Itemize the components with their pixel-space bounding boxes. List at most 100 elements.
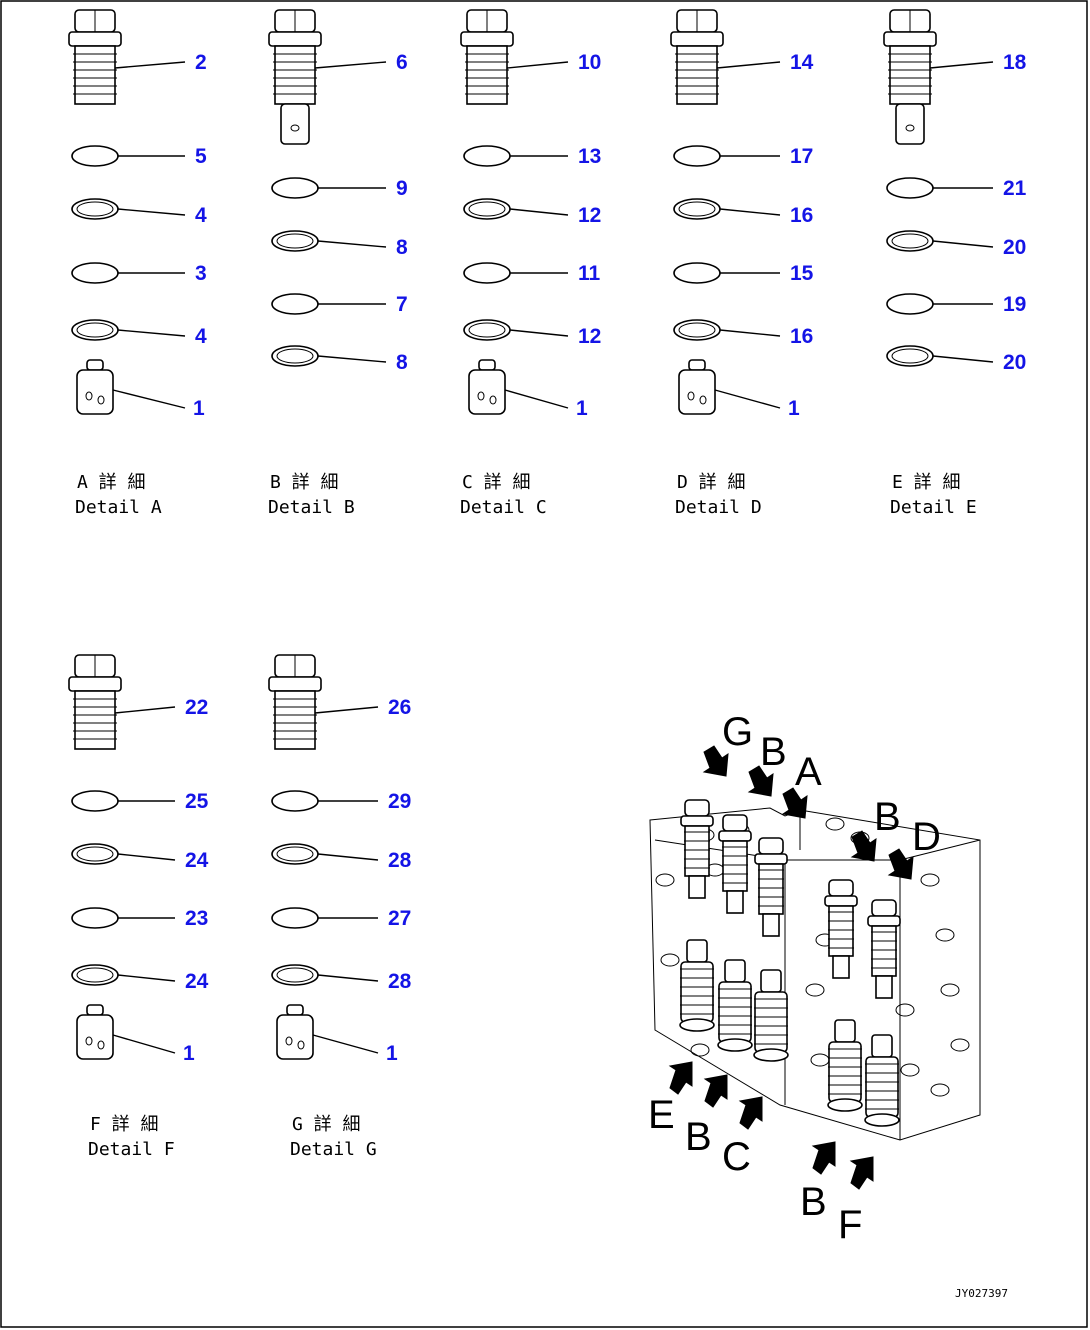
callout-number: 23 [185, 907, 208, 930]
o-ring-part [71, 907, 119, 929]
detail-caption-jp: F 詳 細 [90, 1114, 159, 1135]
detail-caption-en: Detail E [890, 497, 977, 518]
callout-number: 20 [1003, 351, 1026, 374]
backup-ring-part [271, 345, 319, 367]
direction-arrow-icon [849, 1156, 874, 1190]
callout-number: 21 [1003, 177, 1027, 200]
callout-number: 12 [578, 325, 601, 348]
assembly-valve [827, 1019, 863, 1112]
direction-arrow-icon [703, 1074, 728, 1108]
backup-ring-part [886, 230, 934, 252]
callout-number: 12 [578, 204, 601, 227]
o-ring-part [271, 177, 319, 199]
assembly-valve [717, 959, 753, 1052]
backup-ring-part [463, 198, 511, 220]
detail-caption-en: Detail A [75, 497, 162, 518]
detail-caption-en: Detail F [88, 1139, 175, 1160]
backup-ring-part [886, 345, 934, 367]
callout-number: 11 [578, 262, 601, 285]
valve-part [68, 654, 122, 750]
assembly-valve [864, 1034, 900, 1127]
callout-number: 2 [195, 51, 207, 74]
detail-caption-jp: G 詳 細 [292, 1114, 361, 1135]
detail-caption-en: Detail G [290, 1139, 377, 1160]
o-ring-part [673, 145, 721, 167]
arrow-view-label: D [912, 815, 941, 859]
detail-caption-jp: B 詳 細 [270, 472, 339, 493]
callout-number: 1 [183, 1042, 195, 1065]
callout-number: 26 [388, 696, 411, 719]
direction-arrow-icon [850, 830, 877, 862]
detail-caption-en: Detail C [460, 497, 547, 518]
direction-arrow-icon [668, 1061, 693, 1095]
callout-number: 29 [388, 790, 411, 813]
o-ring-part [463, 145, 511, 167]
callout-number: 4 [195, 325, 207, 348]
o-ring-part [886, 293, 934, 315]
callout-number: 17 [790, 145, 813, 168]
arrow-view-label: A [795, 750, 822, 794]
detail-g: 26 29 28 27 28 1 G 詳 細 Detail G [268, 654, 412, 1160]
backup-ring-part [673, 319, 721, 341]
callout-number: 1 [386, 1042, 398, 1065]
callout-number: 1 [193, 397, 205, 420]
o-ring-part [271, 293, 319, 315]
backup-ring-part [271, 964, 319, 986]
direction-arrow-icon [781, 787, 808, 819]
callout-number: 22 [185, 696, 208, 719]
callout-number: 7 [396, 293, 408, 316]
callout-number: 19 [1003, 293, 1026, 316]
drawing-reference-code: JY027397 [955, 1287, 1008, 1300]
direction-arrow-icon [811, 1141, 836, 1175]
detail-caption-en: Detail D [675, 497, 762, 518]
arrow-view-label: C [722, 1135, 751, 1179]
o-ring-part [463, 262, 511, 284]
callout-number: 25 [185, 790, 209, 813]
o-ring-part [271, 790, 319, 812]
detail-caption-en: Detail B [268, 497, 355, 518]
assembly-valve [754, 837, 788, 937]
callout-number: 5 [195, 145, 207, 168]
callout-number: 27 [388, 907, 411, 930]
arrow-view-label: E [648, 1093, 675, 1137]
o-ring-part [71, 790, 119, 812]
backup-ring-part [271, 843, 319, 865]
callout-number: 16 [790, 204, 813, 227]
backup-ring-part [71, 198, 119, 220]
callout-number: 24 [185, 970, 209, 993]
assembly-valve [680, 799, 714, 899]
backup-ring-part [71, 964, 119, 986]
arrow-view-label: B [874, 795, 901, 839]
callout-number: 14 [790, 51, 814, 74]
callout-number: 10 [578, 51, 601, 74]
detail-caption-jp: E 詳 細 [892, 472, 961, 493]
detail-caption-jp: D 詳 細 [677, 472, 746, 493]
arrow-view-label: B [760, 730, 787, 774]
callout-number: 1 [788, 397, 800, 420]
arrow-view-label: G [722, 710, 753, 754]
backup-ring-part [71, 319, 119, 341]
o-ring-part [886, 177, 934, 199]
plug-part [276, 1004, 314, 1060]
direction-arrow-icon [738, 1096, 763, 1130]
callout-number: 20 [1003, 236, 1026, 259]
direction-arrow-icon [887, 848, 914, 880]
backup-ring-part [463, 319, 511, 341]
valve-part [460, 9, 514, 105]
valve-part [268, 9, 322, 145]
callout-number: 28 [388, 970, 412, 993]
callout-number: 28 [388, 849, 412, 872]
callout-number: 8 [396, 351, 408, 374]
valve-part [268, 654, 322, 750]
callout-number: 3 [195, 262, 207, 285]
assembly-valve [718, 814, 752, 914]
plug-part [76, 1004, 114, 1060]
assembly-valve [753, 969, 789, 1062]
